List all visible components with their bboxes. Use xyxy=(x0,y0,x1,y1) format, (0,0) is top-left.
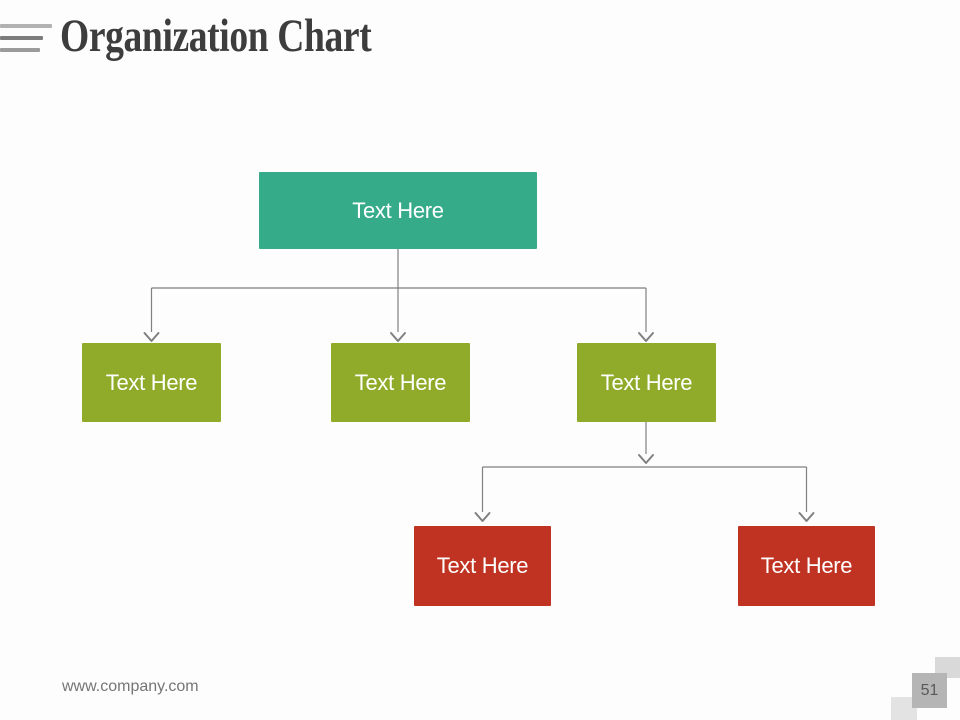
org-node-level3-2[interactable]: Text Here xyxy=(738,526,875,606)
org-node-level2-3[interactable]: Text Here xyxy=(577,343,716,422)
org-node-level3-1[interactable]: Text Here xyxy=(414,526,551,606)
decorative-square xyxy=(891,697,917,720)
footer-website: www.company.com xyxy=(62,678,199,695)
org-node-label: Text Here xyxy=(354,369,447,395)
org-node-label: Text Here xyxy=(352,197,444,223)
org-node-label: Text Here xyxy=(760,553,853,578)
org-node-label: Text Here xyxy=(600,369,693,395)
org-node-level2-1[interactable]: Text Here xyxy=(82,343,221,422)
accent-bar xyxy=(0,48,40,52)
accent-bar xyxy=(0,36,43,40)
accent-bar xyxy=(0,24,52,28)
page-number: 51 xyxy=(920,681,939,699)
page-number-badge: 51 xyxy=(912,673,947,708)
org-node-root[interactable]: Text Here xyxy=(259,172,537,249)
org-node-label: Text Here xyxy=(105,369,198,395)
org-node-label: Text Here xyxy=(436,553,529,578)
decorative-square xyxy=(935,657,960,678)
page-title: Organization Chart xyxy=(60,10,372,62)
org-node-level2-2[interactable]: Text Here xyxy=(331,343,470,422)
